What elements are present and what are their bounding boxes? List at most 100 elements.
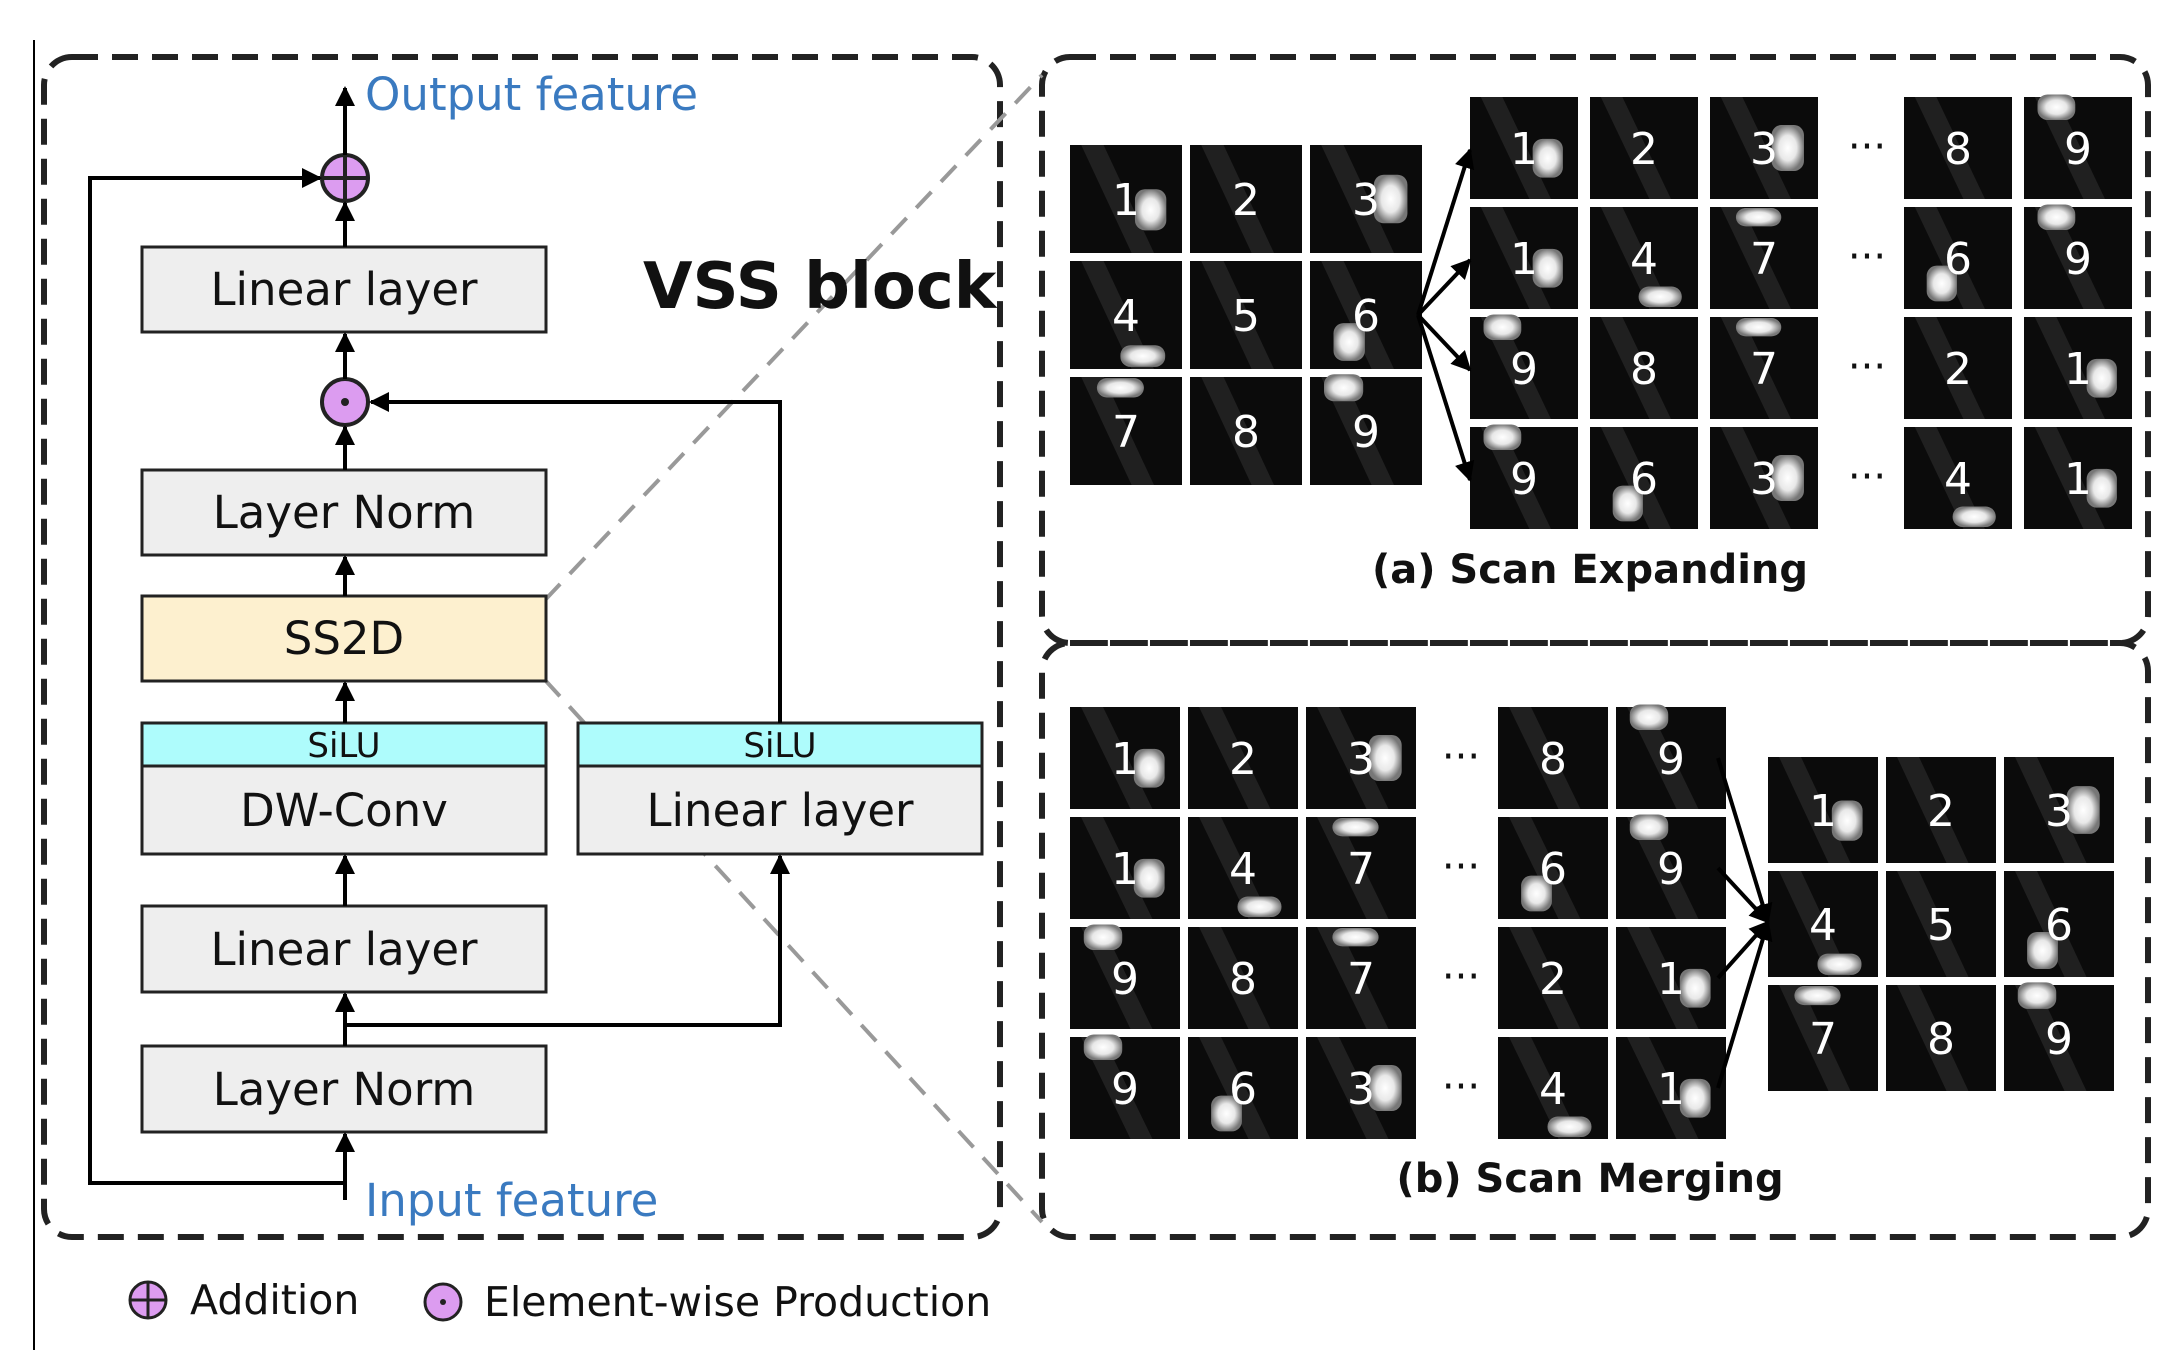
merge-seq-tile: 2 [1188,707,1298,809]
expand-source-tile: 5 [1190,261,1302,369]
legend-production-icon [423,1282,463,1322]
expand-seq-ellipsis: ··· [1848,234,1886,280]
tile-number: 7 [1347,954,1375,1005]
tile-number: 7 [1112,407,1140,458]
tile-number: 4 [1809,900,1837,951]
tile-number: 9 [2045,1014,2073,1065]
tile-number: 9 [1510,344,1538,395]
merge-seq-tile: 4 [1188,817,1298,919]
layer-norm-bottom-box: Layer Norm [140,1044,548,1134]
merge-seq-ellipsis: ··· [1442,734,1480,780]
tile-number: 6 [1944,234,1972,285]
silu-left-label: SiLU [307,726,380,766]
merge-seq-tile: 9 [1616,704,1726,809]
expand-seq-tile: 2 [1590,97,1698,199]
tile-number: 4 [1229,844,1257,895]
linear-layer-top-label: Linear layer [210,263,478,316]
merge-seq-tile: 6 [1498,817,1608,919]
expand-seq-tile: 8 [1904,97,2012,199]
expand-seq-tile: 1 [2024,427,2132,529]
merge-seq-tile: 6 [1188,1037,1298,1139]
tile-number: 8 [1539,734,1567,785]
expand-seq-tile: 1 [1470,97,1578,199]
merge-seq-tile: 4 [1498,1037,1608,1139]
expand-seq-tile: 7 [1710,317,1818,419]
expand-source-tile: 8 [1190,377,1302,485]
tile-number: 3 [1347,1064,1375,1115]
merge-result-tile: 4 [1768,871,1878,977]
tile-number: 1 [2064,344,2092,395]
tile-number: 8 [1229,954,1257,1005]
expand-seq-tile: 8 [1590,317,1698,419]
expand-source-tile: 3 [1310,145,1422,253]
layer-norm-top-box: Layer Norm [140,468,548,557]
expand-source-tile: 2 [1190,145,1302,253]
merge-seq-tile: 7 [1306,927,1416,1029]
addition-op-icon [320,153,370,203]
tile-number: 3 [1352,175,1380,226]
tile-number: 4 [1944,454,1972,505]
expand-seq-tile: 3 [1710,427,1818,529]
tile-number: 4 [1630,234,1658,285]
expand-source-tile: 9 [1310,374,1422,485]
layer-norm-bottom-label: Layer Norm [213,1063,476,1116]
merge-seq-tile: 1 [1616,1037,1726,1139]
tile-number: 1 [1111,844,1139,895]
tile-number: 9 [1111,1064,1139,1115]
dw-conv-box: SiLU DW-Conv [140,721,548,856]
tile-number: 2 [1539,954,1567,1005]
legend-production-label: Element-wise Production [484,1278,991,1326]
scan-expanding-panel [1039,54,2151,646]
merge-result-tile: 1 [1768,757,1878,863]
tile-number: 1 [1510,124,1538,175]
expand-seq-tile: 9 [2024,204,2132,309]
tile-number: 3 [1347,734,1375,785]
tile-number: 9 [1657,844,1685,895]
tile-number: 9 [2064,234,2092,285]
merge-seq-tile: 9 [1616,814,1726,919]
merge-seq-tile: 2 [1498,927,1608,1029]
tile-number: 6 [1352,291,1380,342]
expand-seq-tile: 1 [1470,207,1578,309]
tile-number: 8 [1630,344,1658,395]
merge-seq-ellipsis: ··· [1442,1064,1480,1110]
tile-number: 9 [1111,954,1139,1005]
expand-source-tile: 4 [1070,261,1182,369]
expand-seq-tile: 4 [1590,207,1698,309]
merge-result-tile: 9 [2004,982,2114,1091]
tile-number: 1 [1510,234,1538,285]
tile-number: 1 [1111,734,1139,785]
tile-number: 9 [1352,407,1380,458]
expand-seq-tile: 4 [1904,427,2012,529]
tile-number: 6 [1539,844,1567,895]
merge-result-tile: 3 [2004,757,2114,863]
scan-merging-panel [1039,640,2151,1240]
tile-number: 3 [1750,124,1778,175]
tile-number: 4 [1112,291,1140,342]
merge-result-tile: 6 [2004,871,2114,977]
expand-seq-tile: 2 [1904,317,2012,419]
merge-result-tile: 8 [1886,985,1996,1091]
tile-number: 7 [1750,344,1778,395]
legend: Addition Element-wise Production [128,1276,991,1326]
merge-arrows [1716,757,1773,1089]
merge-seq-tile: 9 [1070,1034,1180,1139]
linear-layer-mid-box: Linear layer [140,904,548,994]
tile-number: 8 [1944,124,1972,175]
expand-source-tile: 6 [1310,261,1422,369]
expand-seq-tile: 9 [2024,94,2132,199]
expand-source-tile: 7 [1070,377,1182,485]
tile-number: 6 [1229,1064,1257,1115]
tile-number: 3 [1750,454,1778,505]
expand-source-tile: 1 [1070,145,1182,253]
tile-number: 2 [1229,734,1257,785]
merge-seq-ellipsis: ··· [1442,844,1480,890]
expand-seq-tile: 6 [1904,207,2012,309]
merge-result-tile: 5 [1886,871,1996,977]
merge-seq-tile: 7 [1306,817,1416,919]
expand-seq-ellipsis: ··· [1848,454,1886,500]
tile-number: 1 [1112,175,1140,226]
tile-number: 4 [1539,1064,1567,1115]
tile-number: 5 [1232,291,1260,342]
tile-number: 3 [2045,786,2073,837]
